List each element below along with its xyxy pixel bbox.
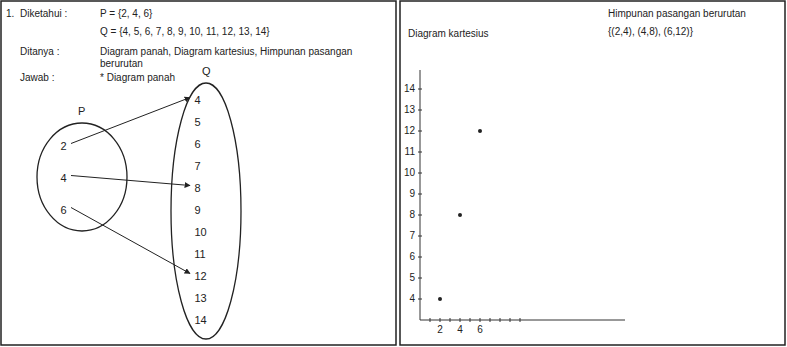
set-member: 7 (194, 160, 200, 173)
note-text: Diketahui : (20, 8, 67, 20)
note-text: Ditanya : (20, 46, 59, 58)
axis-tick-label: 2 (437, 324, 443, 336)
set-element: 6 (58, 200, 69, 215)
note-text: Q = {4, 5, 6, 7, 8, 9, 10, 11, 12, 13, 1… (100, 26, 270, 38)
set-element: 13 (192, 288, 209, 303)
set-member: 6 (194, 138, 200, 151)
set-element: 9 (192, 200, 203, 215)
set-element: 5 (192, 112, 203, 127)
plot-point (478, 129, 482, 133)
plot-point (438, 297, 442, 301)
set-member: 13 (194, 292, 206, 305)
axis-tick-label: 8 (398, 209, 415, 221)
set-member: 4 (194, 94, 200, 107)
set-element: 6 (192, 134, 203, 149)
axis-tick-label: 12 (398, 125, 415, 137)
set-element: 2 (58, 136, 69, 151)
set-name: P (78, 105, 85, 118)
set-element: 8 (192, 178, 203, 193)
axis-tick-label: 7 (398, 230, 415, 242)
axis-tick-label: 13 (398, 104, 415, 116)
note-text: Jawab : (20, 72, 54, 84)
axis-tick-label: 9 (398, 188, 415, 200)
axis-tick-label: 10 (398, 167, 415, 179)
set-element: 10 (192, 222, 209, 237)
panel-border (400, 1, 785, 345)
set-member: 12 (194, 270, 206, 283)
set-element: 7 (192, 156, 203, 171)
panel-border (1, 1, 396, 345)
axis-tick-label: 11 (398, 146, 415, 158)
axis-tick-label: 6 (477, 324, 483, 336)
set-member: 11 (194, 248, 205, 261)
set-oval: Q4567891011121314 (170, 82, 242, 340)
set-member: 14 (194, 314, 206, 327)
note-text: P = {2, 4, 6} (100, 8, 152, 20)
plot-point (458, 213, 462, 217)
axis-tick-label: 6 (398, 251, 415, 263)
set-element: 12 (192, 266, 209, 281)
note-text: * Diagram panah (100, 72, 175, 84)
axis-tick-label: 5 (398, 272, 415, 284)
axis-ticks (418, 89, 520, 322)
note-text: Diagram panah, Diagram kartesius, Himpun… (100, 46, 390, 70)
set-member: 9 (194, 204, 200, 217)
note-text: 1. (6, 8, 14, 20)
set-member: 2 (60, 140, 66, 153)
axis-tick-label: 4 (398, 293, 415, 305)
oval-outline (36, 122, 128, 232)
note-text: Himpunan pasangan berurutan (608, 8, 746, 20)
axis-tick-label: 14 (398, 83, 415, 95)
set-member: 5 (194, 116, 200, 129)
set-member: 4 (60, 172, 66, 185)
y-axis (420, 70, 421, 320)
set-member: 10 (194, 226, 206, 239)
set-element: 4 (58, 168, 69, 183)
x-axis (420, 320, 625, 321)
set-member: 6 (60, 204, 66, 217)
mapping-arrow (71, 98, 190, 144)
note-text: Diagram kartesius (408, 28, 489, 40)
set-element: 14 (192, 310, 209, 325)
set-name: Q (202, 65, 211, 78)
set-element: 4 (192, 90, 203, 105)
set-oval: P246 (36, 122, 128, 232)
axis-tick-label: 4 (457, 324, 463, 336)
set-member: 8 (194, 182, 200, 195)
note-text: {(2,4), (4,8), (6,12)} (608, 26, 693, 38)
set-element: 11 (192, 244, 208, 259)
